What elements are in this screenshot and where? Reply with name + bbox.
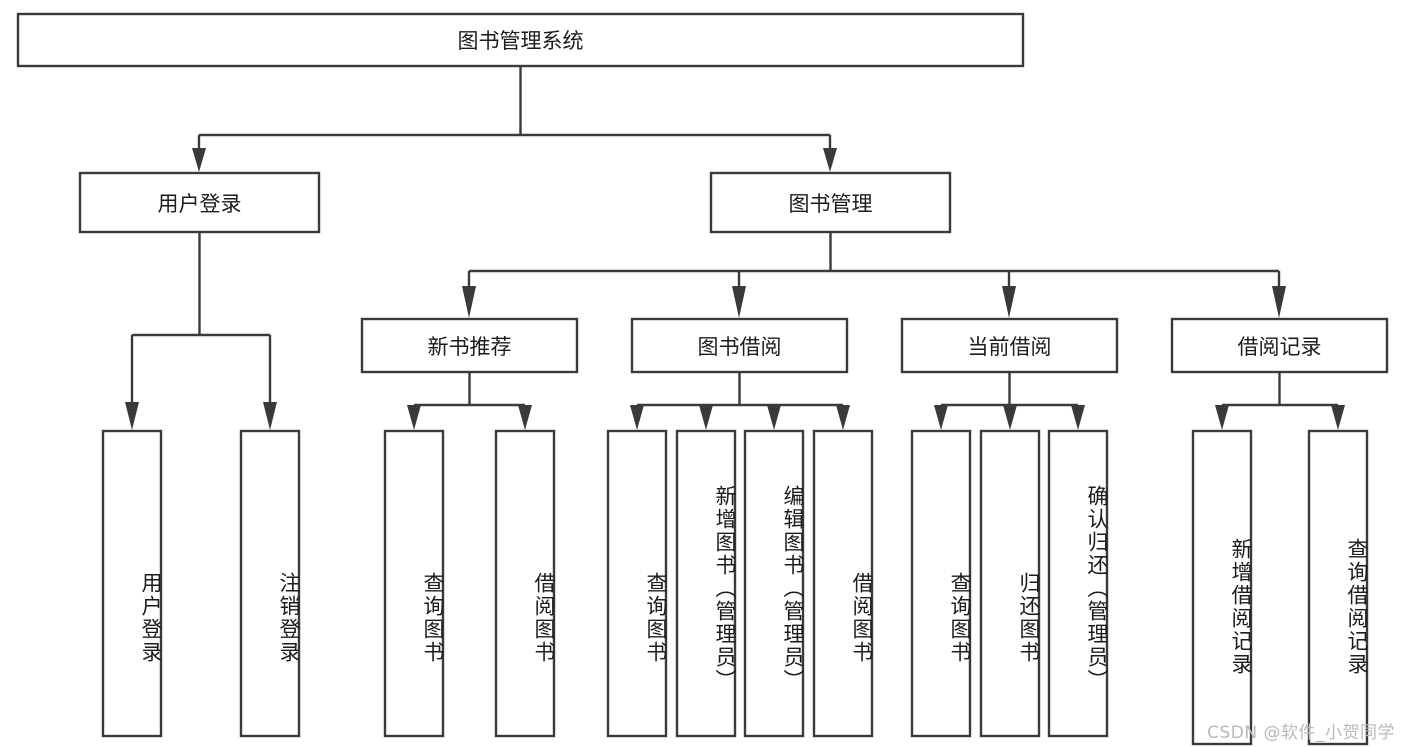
arrow-head-borrow-records [1272,286,1286,318]
arrow-head-user-login [192,148,206,172]
node-leaf-borrow-book-1-box[interactable] [494,429,556,738]
node-book-manage-box[interactable] [709,171,952,234]
node-book-borrow-box[interactable] [630,317,849,374]
node-leaf-user-login-box[interactable] [101,429,163,738]
arrow-head-book-manage [823,148,837,172]
node-leaf-borrow-book-2-box[interactable] [812,429,874,738]
node-borrow-records-box[interactable] [1170,317,1389,374]
node-leaf-edit-book-box[interactable] [743,429,805,738]
node-leaf-logout-box[interactable] [239,429,301,738]
arrow-head-newbook-leaf-2 [518,405,532,430]
node-leaf-query-book-3-box[interactable] [910,429,972,738]
node-leaf-query-record-box[interactable] [1307,429,1369,746]
arrow-head-newbook-leaf-1 [407,405,421,430]
arrow-head-bookborrow-leaf-4 [836,405,850,430]
arrow-head-borrowrecords-leaf-1 [1215,405,1229,430]
arrow-head-current-borrow [1002,286,1016,318]
arrow-head-bookborrow-leaf-3 [767,405,781,430]
arrow-head-leaf-logout [263,402,277,430]
arrow-head-leaf-user-login [125,402,139,430]
node-leaf-add-book-box[interactable] [675,429,737,738]
arrow-head-currentborrow-leaf-2 [1003,405,1017,430]
arrow-head-currentborrow-leaf-3 [1071,405,1085,430]
arrow-head-bookborrow-leaf-2 [699,405,713,430]
arrow-head-new-book [462,286,476,318]
node-leaf-return-book-box[interactable] [979,429,1041,738]
node-leaf-query-book-1-box[interactable] [383,429,445,738]
csdn-watermark: CSDN @软件_小贺同学 [1207,723,1395,743]
node-leaf-query-book-2-box[interactable] [606,429,668,738]
node-leaf-confirm-return-box[interactable] [1047,429,1109,738]
node-current-borrow-box[interactable] [900,317,1119,374]
node-new-book-box[interactable] [360,317,579,374]
arrow-head-borrowrecords-leaf-2 [1331,405,1345,430]
arrow-head-book-borrow [732,286,746,318]
node-user-login-box[interactable] [78,171,321,234]
arrow-head-currentborrow-leaf-1 [934,405,948,430]
node-root-box[interactable] [16,12,1025,68]
node-leaf-add-record-box[interactable] [1191,429,1253,746]
arrow-head-bookborrow-leaf-1 [630,405,644,430]
